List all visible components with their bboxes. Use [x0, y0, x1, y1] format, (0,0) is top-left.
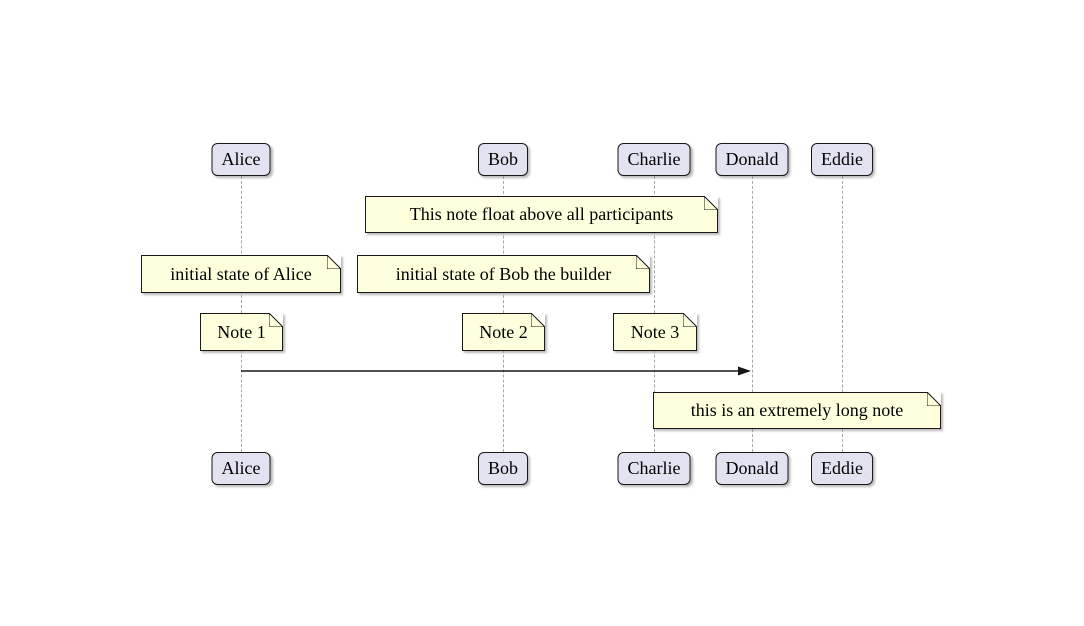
- participant-box-alice-bottom: Alice: [211, 452, 271, 485]
- lifeline-donald: [752, 176, 753, 452]
- lifeline-eddie: [842, 176, 843, 452]
- note-7: this is an extremely long note: [653, 392, 941, 429]
- note-text: This note float above all participants: [409, 204, 674, 224]
- note-fold-icon: [327, 255, 341, 269]
- participant-box-alice-top: Alice: [211, 143, 271, 176]
- note-fold-icon: [269, 313, 283, 327]
- participant-box-charlie-bottom: Charlie: [617, 452, 691, 485]
- participant-box-charlie-top: Charlie: [617, 143, 691, 176]
- note-4: Note 1: [200, 313, 283, 351]
- participant-box-eddie-top: Eddie: [811, 143, 873, 176]
- participant-box-bob-bottom: Bob: [477, 452, 529, 485]
- note-2: initial state of Alice: [141, 255, 341, 293]
- note-fold-icon: [636, 255, 650, 269]
- note-1: This note float above all participants: [365, 196, 718, 233]
- participant-box-donald-bottom: Donald: [715, 452, 789, 485]
- note-text: this is an extremely long note: [690, 400, 904, 420]
- note-text: Note 2: [479, 321, 528, 342]
- note-text: Note 1: [217, 321, 266, 342]
- note-text: initial state of Bob the builder: [395, 263, 612, 284]
- note-5: Note 2: [462, 313, 545, 351]
- note-fold-icon: [927, 392, 941, 406]
- note-fold-icon: [531, 313, 545, 327]
- note-fold-icon: [704, 196, 718, 210]
- participant-box-eddie-bottom: Eddie: [811, 452, 873, 485]
- participant-box-bob-top: Bob: [477, 143, 529, 176]
- message-arrow-alice-to-donald: [241, 366, 751, 376]
- note-fold-icon: [683, 313, 697, 327]
- note-3: initial state of Bob the builder: [357, 255, 650, 293]
- note-6: Note 3: [613, 313, 697, 351]
- note-text: Note 3: [630, 321, 680, 342]
- note-text: initial state of Alice: [170, 263, 312, 284]
- participant-box-donald-top: Donald: [715, 143, 789, 176]
